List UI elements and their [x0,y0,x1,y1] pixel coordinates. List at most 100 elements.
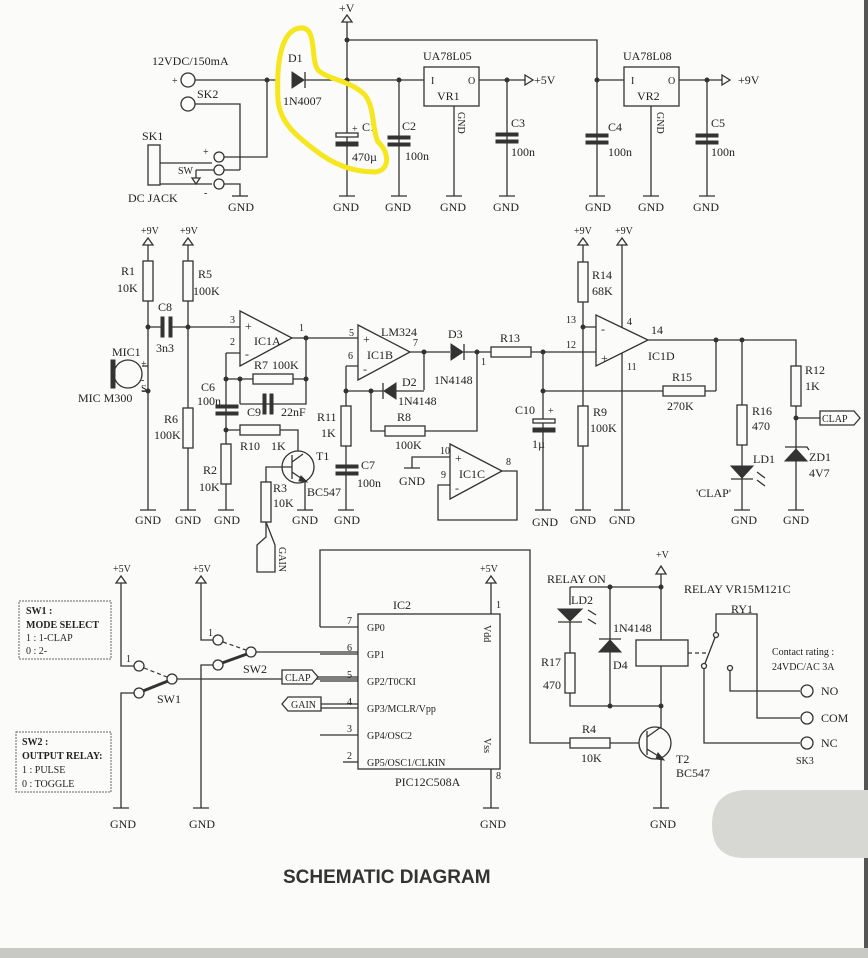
sw2-contact-0 [212,659,224,671]
gain-port-tag [256,521,276,573]
c1-plate-plus [335,132,359,138]
c4-plate [585,140,609,145]
jack-pin-minus [213,178,225,190]
sw1-note-title: SW1 : [26,606,52,617]
ic2-power-wires [483,583,499,809]
out9-arrow-icon [721,73,732,87]
vr1-part: UA78L05 [423,49,472,63]
sw2-contact-1 [212,634,224,646]
c7-ref: C7 [361,458,375,472]
r12-value: 1K [805,379,820,393]
amp-gnd-row: GND GND GND GND GND GND GND GND GND GND [135,509,809,529]
pin-label: 12 [566,340,576,351]
gnd-label: GND [440,200,466,214]
c3-value: 100n [511,145,535,159]
junction [185,324,191,330]
r6-ref: R6 [164,412,178,426]
sw1-label: SW1 [157,692,181,706]
pin-label: 2 [230,337,235,348]
sw1-lever [142,679,169,693]
r9-resistor [577,405,589,447]
d1-wire [304,72,430,88]
c9-ref: C9 [247,405,261,419]
jack-pin-sw [213,164,225,176]
relay-contact-nc [700,662,708,670]
c9-plate [269,393,274,415]
c4-value: 100n [608,145,632,159]
c1-plus: + [352,124,358,135]
relay-contact-wires [703,613,800,744]
power-supply-section: 12VDC/150mA + SK2 SK1 + SW - DC JACK GND… [128,1,760,214]
r16-ref: R16 [752,404,772,418]
ld2-led-icon [556,608,584,622]
r4-resistor [569,737,611,749]
junction [658,703,664,709]
mcu-pin-number: 2 [347,751,352,762]
c5-plate [695,133,719,138]
vdd-label: Vdd [481,625,492,642]
mcu-pin-name: GP0 [367,623,385,634]
out5-label: +5V [534,73,556,87]
ic1d-plus: + [601,351,608,365]
sw2-pos1-label: 1 [208,628,213,639]
gnd-label: GND [135,513,161,527]
v-rail-label: +V [339,1,355,15]
gain-out-tag [281,696,322,712]
jack-pin-plus [213,151,225,163]
r14-ref: R14 [592,268,612,282]
pin-label: 7 [413,338,418,349]
r2-resistor [220,443,232,485]
r16-resistor [736,404,748,446]
jack-plus-wire [219,80,268,158]
r12-ref: R12 [805,363,825,377]
sw2-high-wire [200,583,213,641]
clap-in-label: CLAP [285,673,311,684]
ic1d-ref: IC1D [648,349,675,363]
r16-value: 470 [752,419,770,433]
t1-wires [265,453,306,510]
c5-ref: C5 [711,116,725,130]
gnd-label: GND [175,513,201,527]
ic1d-minus: - [601,322,605,336]
r2-ref: R2 [203,463,217,477]
pin-label: 8 [496,771,501,782]
nc-label: NC [821,736,838,750]
sw-wire [195,169,214,178]
ic2-part: PIC12C508A [395,775,461,789]
r7-resistor [252,373,294,385]
mic-plus: + [141,359,147,370]
v5-label: +5V [193,564,212,575]
relay-section: +V RELAY ON LD2 R17 470 1N4148 D4 RELAY … [541,550,849,831]
ic1a-minus: - [245,347,249,361]
v9-arrow-icon [615,236,629,246]
c6-ref: C6 [201,380,215,394]
mcu-pin-name: GP1 [367,650,385,661]
mcu-pin-number: 6 [347,643,352,654]
r7-value: 100K [272,358,299,372]
d3-ref: D3 [448,327,463,341]
zd1-value: 4V7 [809,466,830,480]
gnd-label: GND [292,513,318,527]
zd1-zener-icon [783,448,809,462]
vr1-ref: VR1 [437,89,460,103]
junction [421,349,427,355]
c7-value: 100n [357,476,381,490]
relay-contact-pivot [712,631,720,639]
r1-ref: R1 [121,264,135,278]
relay-on-label: RELAY ON [547,572,606,586]
r13-resistor [490,346,532,358]
relay-coil [635,639,689,667]
v5-label: +5V [113,564,132,575]
vr1-body [423,66,480,107]
relay-wires [569,574,662,808]
relay-contact-no [726,664,734,672]
t2-emitter-arrow [655,752,666,761]
input-terminal-plus [180,72,196,88]
sk1-jack-body [147,144,161,186]
sw1-common [166,673,178,685]
d2-r8-wires [346,352,478,432]
zd1-bar [785,446,810,451]
out5-arrow-icon [524,73,535,87]
c5-plate [695,140,719,145]
r7-ref: R7 [254,358,268,372]
